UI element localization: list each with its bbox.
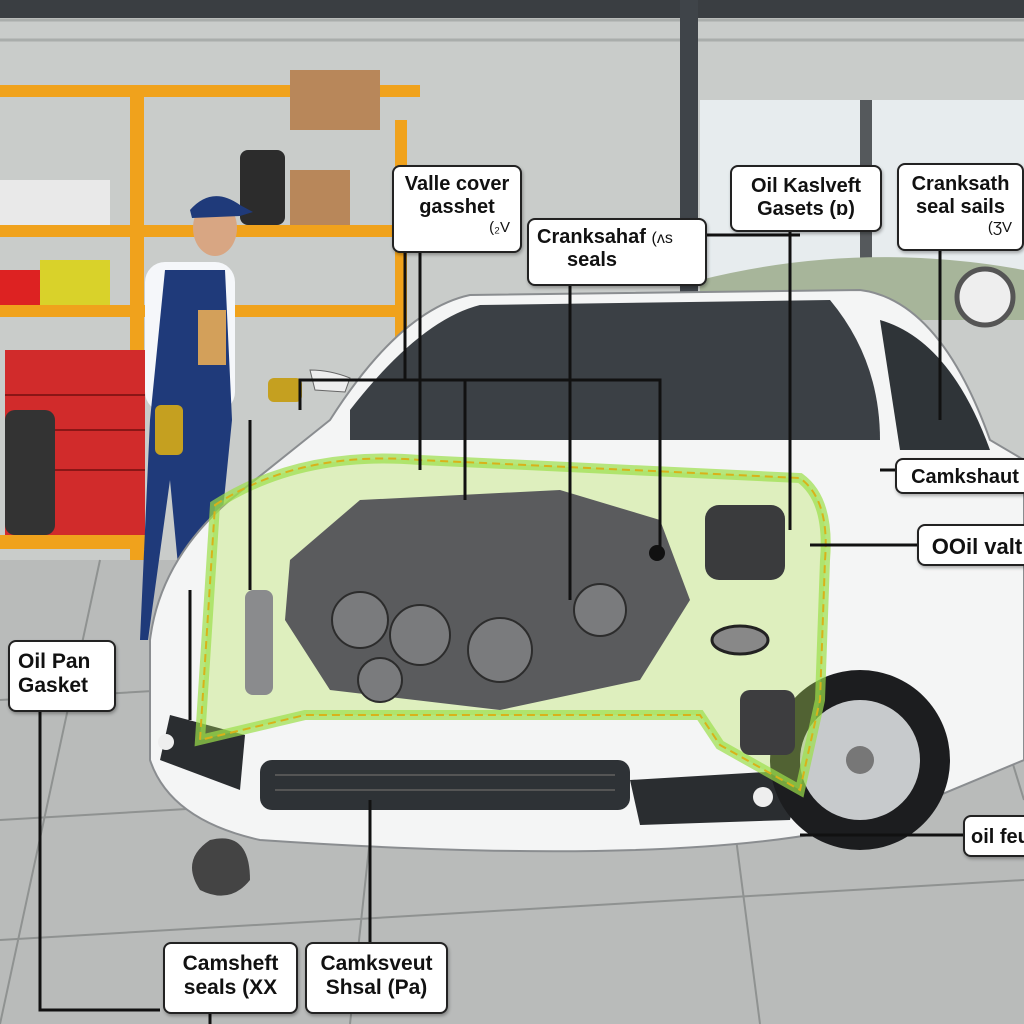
label-oil-pan-gasket: Oil Pan Gasket xyxy=(8,640,116,712)
label-line: Camshеft xyxy=(182,952,279,975)
label-line: seals xyxy=(567,249,618,271)
label-line: Valle cover xyxy=(404,173,510,195)
label-line: seal sails xyxy=(916,196,1005,218)
label-line: Camksveut xyxy=(320,952,433,975)
label-text: oil feu xyxy=(971,826,1024,848)
label-camshaft-seals: Camshеft seals (XX xyxy=(163,942,298,1014)
leader-lines xyxy=(38,230,965,1024)
label-line: Oil Kaslveft xyxy=(750,175,862,197)
label-camksveut: Camksveut Shsal (Pa) xyxy=(305,942,448,1014)
label-oil-feu: oil feu xyxy=(963,815,1024,857)
wall-clock xyxy=(954,266,1016,328)
corrugated-wall xyxy=(0,18,1024,42)
label-line: Cranksahaf xyxy=(537,226,646,248)
label-camkshaut: Camkshaut xyxy=(895,458,1024,494)
label-line: Gasket xyxy=(18,674,89,698)
engine xyxy=(245,490,795,755)
label-line: seals (XX xyxy=(183,976,278,1000)
label-suffix: (ʌs xyxy=(651,230,673,247)
label-sub: (₂V xyxy=(489,219,510,236)
label-crankshaft-seals: Cranksahaf (ʌs seals xyxy=(527,218,707,286)
label-text: Camkshaut xyxy=(911,466,1019,488)
label-oil-valt: OOil valt xyxy=(917,524,1024,566)
label-sub: (ƷV xyxy=(987,219,1012,236)
label-valve-cover-gasket: Valle cover gasshet (₂V xyxy=(392,165,522,253)
label-crankshaft-seal-sails: Cranksath seal sails (ƷV xyxy=(897,163,1024,251)
label-line: gasshet xyxy=(419,196,495,218)
label-oil-gaskets: Oil Kaslveft Gasets (ɒ) xyxy=(730,165,882,232)
label-line: Gasets (ɒ) xyxy=(757,198,855,220)
label-line: Shsal (Pa) xyxy=(325,976,428,1000)
label-text: OOil valt xyxy=(931,534,1023,559)
label-line: Oil Pan xyxy=(18,650,91,673)
gasket-on-floor xyxy=(192,838,250,896)
label-line: Cranksath xyxy=(911,173,1010,195)
